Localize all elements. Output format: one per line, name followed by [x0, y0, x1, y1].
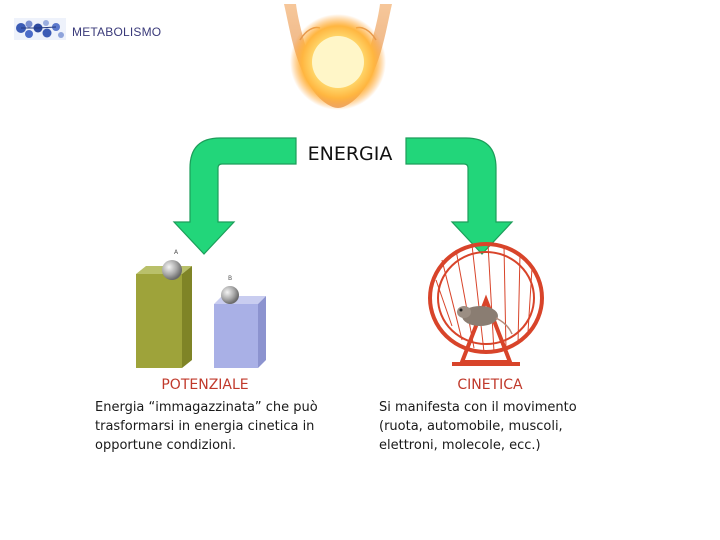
potential-energy-blocks-image: A B [136, 249, 266, 368]
kinetic-description: Si manifesta con il movimento (ruota, au… [379, 400, 577, 453]
label-b: B [228, 275, 232, 282]
potential-heading: POTENZIALE [161, 377, 249, 393]
molecules-logo-icon [14, 18, 66, 40]
right-arrow-icon [405, 137, 514, 255]
potential-description: Energia “immagazzinata” che può trasform… [95, 400, 318, 453]
label-a: A [174, 249, 179, 256]
hands-sun-image [284, 4, 392, 110]
kinetic-heading: CINETICA [457, 377, 523, 393]
hamster-wheel-image [428, 242, 544, 366]
brand-title: METABOLISMO [72, 25, 162, 39]
left-arrow-icon [172, 137, 297, 255]
center-title: ENERGIA [307, 143, 393, 165]
